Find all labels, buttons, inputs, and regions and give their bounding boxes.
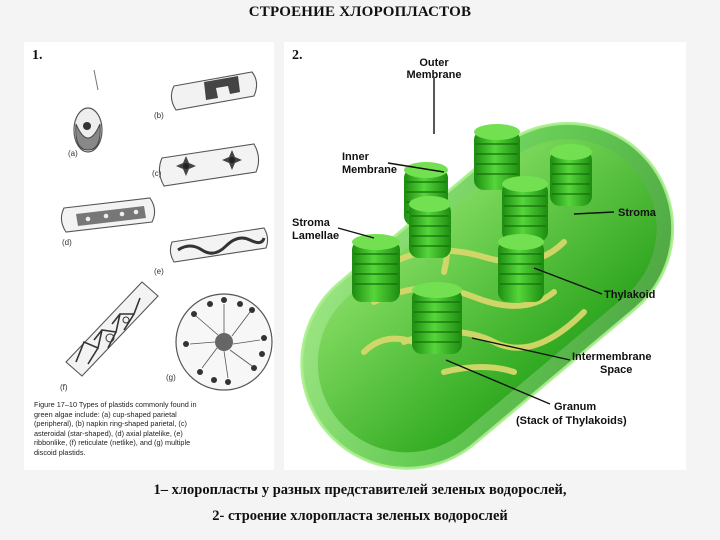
label-stroma: Stroma <box>618 207 657 219</box>
plastid-multiple-discoid <box>175 293 273 391</box>
figure-caption-line: discoid plastids. <box>34 447 86 457</box>
subfig-label-d: (d) <box>62 238 72 247</box>
figure-caption-line: ribbonlike, (f) reticulate (netlike), an… <box>34 438 191 447</box>
label-stroma-lamellae: Lamellae <box>292 230 339 242</box>
subfig-label-c: (c) <box>152 169 162 178</box>
label-outer-membrane: Membrane <box>406 69 461 81</box>
caption-line-2: 2- строение хлоропласта зеленых водоросл… <box>212 508 508 524</box>
page-title: СТРОЕНИЕ ХЛОРОПЛАСТОВ <box>248 4 472 20</box>
panel-number-2: 2. <box>292 48 303 63</box>
figure-caption-line: green algae include: (a) cup-shaped pari… <box>34 409 177 419</box>
figure-caption-line: asteroidal (star-shaped), (d) axial plat… <box>34 428 183 438</box>
figure-caption-line: (peripheral), (b) napkin ring-shaped par… <box>34 419 187 428</box>
subfig-label-e: (e) <box>154 267 164 276</box>
panel-algae-plastid-types: 1. (a) (b) (c) (d) <box>24 42 274 470</box>
chloroplast-diagram: Outer Membrane Inner Membrane Stroma Str… <box>292 57 675 470</box>
label-granum: (Stack of Thylakoids) <box>516 415 627 427</box>
label-outer-membrane: Outer <box>419 57 449 69</box>
subfig-label-g: (g) <box>166 373 176 382</box>
subfig-label-f: (f) <box>60 383 68 392</box>
plastid-reticulate <box>65 281 159 377</box>
grana <box>352 124 592 354</box>
label-inner-membrane: Inner <box>342 151 370 163</box>
panel-number-1: 1. <box>32 48 43 63</box>
label-intermembrane-space: Space <box>600 364 632 376</box>
caption-line-1: 1– хлоропласты у разных представителей з… <box>153 482 567 498</box>
subfig-label-a: (a) <box>68 149 78 158</box>
plastid-star-shaped <box>158 143 260 187</box>
plastid-types-drawing: (a) (b) (c) (d) (e) <box>60 69 273 392</box>
label-pointers <box>337 78 615 405</box>
inner-membrane <box>317 139 657 453</box>
panel-chloroplast-structure: 2. <box>284 42 686 470</box>
figure-caption-line: Figure 17–10 Types of plastids commonly … <box>34 400 197 409</box>
plastid-ribbonlike <box>169 227 269 263</box>
plastid-napkin-ring <box>170 71 258 111</box>
label-stroma-lamellae: Stroma <box>292 217 331 229</box>
subfig-label-b: (b) <box>154 111 164 120</box>
label-granum: Granum <box>554 401 596 413</box>
label-intermembrane-space: Intermembrane <box>572 351 651 363</box>
plastid-axial-platelike <box>60 197 156 233</box>
label-thylakoid: Thylakoid <box>604 289 655 301</box>
label-inner-membrane: Membrane <box>342 164 397 176</box>
plastid-cup-shaped <box>73 69 103 153</box>
